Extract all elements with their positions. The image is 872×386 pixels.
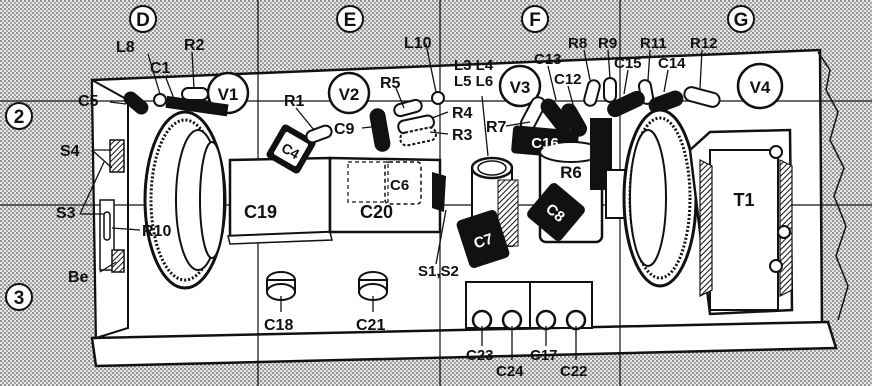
label-c14: C14: [658, 55, 686, 72]
label-c20: C20: [360, 202, 393, 222]
label-c16: C16: [531, 135, 559, 152]
label-r6: R6: [560, 163, 582, 182]
label-r4: R4: [452, 105, 473, 122]
label-r1: R1: [284, 93, 305, 110]
right-tuning-dial: [622, 108, 698, 288]
label-v1: V1: [218, 85, 239, 104]
label-c7: C7: [472, 230, 496, 252]
c14-capacitor: [648, 90, 684, 114]
label-c22: C22: [560, 363, 588, 380]
label-c9: C9: [334, 121, 355, 138]
r5-resistor: [393, 98, 423, 118]
label-c15: C15: [614, 55, 642, 72]
label-v3: V3: [510, 78, 531, 97]
transformer-t1: [688, 128, 794, 316]
grid-col-g: G: [734, 10, 749, 31]
r12-resistor: [683, 86, 721, 108]
grid-circle-d: [129, 5, 157, 33]
trimmer-strip: [465, 281, 593, 331]
label-c21: C21: [356, 317, 385, 334]
label-be: Be: [68, 269, 89, 286]
label-r8: R8: [568, 35, 587, 52]
label-r7: R7: [486, 119, 507, 136]
c7-capacitor: [456, 210, 510, 268]
grid-circle-e: [336, 5, 364, 33]
l8-coil: [153, 93, 167, 107]
c15-capacitor: [607, 90, 645, 118]
grid-row-3: 3: [14, 288, 25, 309]
c4-label-patch: [273, 131, 309, 167]
r2-resistor: [181, 87, 209, 101]
label-c6: C6: [390, 177, 409, 194]
label-c17: C17: [530, 347, 558, 364]
grid-col-f: F: [529, 10, 541, 31]
grid-col-d: D: [136, 10, 150, 31]
left-switch-assembly: [99, 139, 125, 273]
label-r3: R3: [452, 127, 473, 144]
label-c12: C12: [554, 71, 582, 88]
label-c4: C4: [279, 139, 303, 162]
c5-capacitor: [123, 91, 149, 115]
label-c23: C23: [466, 347, 494, 364]
c1-capacitor: [165, 95, 229, 117]
label-t1: T1: [733, 190, 754, 210]
c20-capacitor-block: [328, 156, 446, 234]
label-l8: L8: [116, 39, 135, 56]
label-r10: R10: [142, 223, 171, 240]
label-s4: S4: [60, 143, 80, 160]
v2-tube: [327, 71, 371, 115]
torn-edge: [817, 51, 849, 321]
grid-circle-f: [521, 5, 549, 33]
r1-resistor: [305, 124, 333, 144]
leader-lines: [79, 43, 703, 360]
label-l3l4: L3 L4: [454, 57, 494, 74]
label-r5: R5: [380, 75, 401, 92]
label-s1s2: S1,S2: [418, 263, 459, 280]
grid-col-e: E: [344, 10, 357, 31]
r3-resistor: [399, 126, 437, 147]
grid-circle-2: [5, 102, 33, 130]
r9-resistor: [603, 77, 617, 103]
label-r9: R9: [598, 35, 617, 52]
v4-tube: [736, 62, 784, 110]
label-r12: R12: [690, 35, 718, 52]
label-c5: C5: [78, 93, 99, 110]
c9-capacitor: [369, 108, 391, 152]
c13-capacitor: [540, 98, 572, 134]
label-s3: S3: [56, 205, 76, 222]
label-c13: C13: [534, 51, 562, 68]
grid-circle-g: [727, 5, 755, 33]
c8-capacitor: [527, 183, 585, 241]
label-c19: C19: [244, 202, 277, 222]
label-c18: C18: [264, 317, 293, 334]
label-l5l6: L5 L6: [454, 73, 493, 90]
v3-tube: [498, 64, 542, 108]
c12-capacitor: [561, 103, 587, 137]
c19-capacitor-block: [227, 156, 333, 245]
grid-circle-3: [5, 283, 33, 311]
grid-row-2: 2: [14, 107, 25, 128]
label-l10: L10: [404, 35, 432, 52]
label-c24: C24: [496, 363, 524, 380]
grid-references: D E F G 2 3: [5, 5, 755, 311]
label-r2: R2: [184, 37, 205, 54]
label-c1: C1: [150, 60, 171, 77]
left-tuning-dial: [143, 110, 227, 290]
label-r11: R11: [640, 35, 667, 52]
label-v4: V4: [750, 78, 771, 97]
label-v2: V2: [339, 85, 360, 104]
l10-coil: [431, 91, 445, 105]
trimmer-c21: [358, 271, 388, 301]
r8-resistor: [583, 79, 601, 107]
trimmer-c18: [266, 271, 296, 301]
